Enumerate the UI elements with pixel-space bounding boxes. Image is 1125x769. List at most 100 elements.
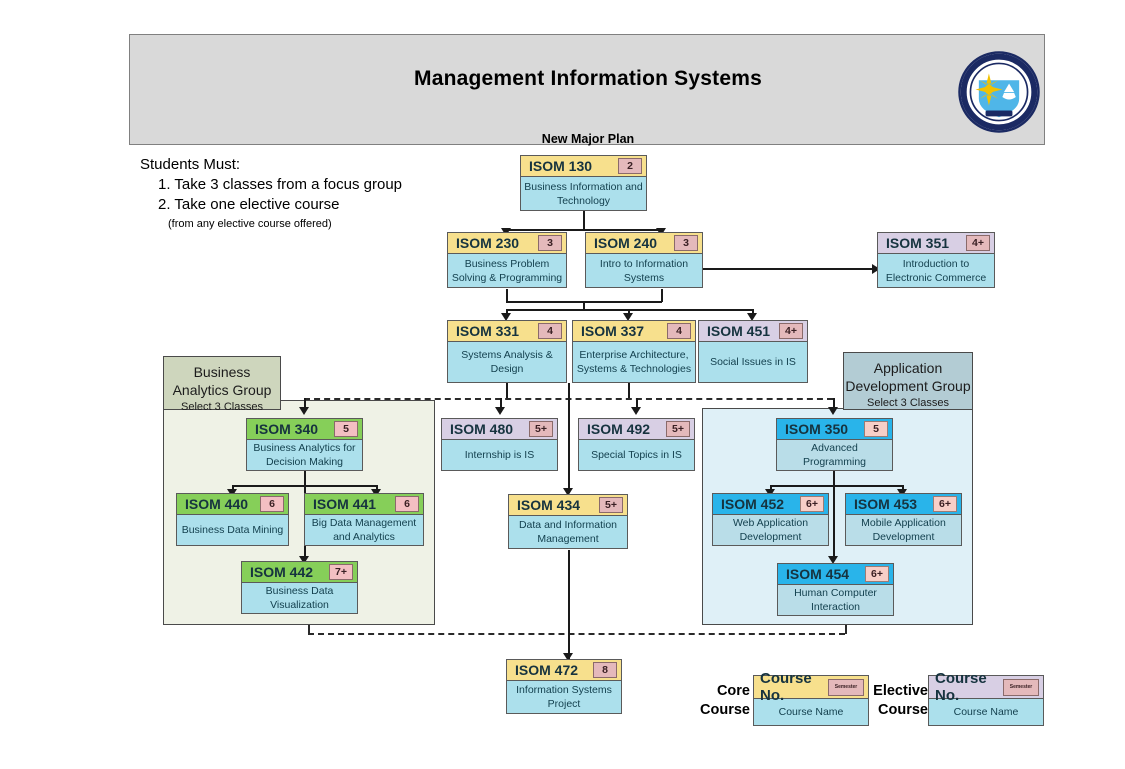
course-name-isom442: Business Data Visualization bbox=[241, 583, 358, 614]
course-box-isom451[interactable]: ISOM 451 4+ Social Issues in IS bbox=[698, 320, 808, 383]
course-header-isom130: ISOM 130 2 bbox=[520, 155, 647, 177]
course-header-isom331: ISOM 331 4 bbox=[447, 320, 567, 342]
ba-group-line-3: Select 3 Classes bbox=[181, 401, 263, 413]
course-box-isom441[interactable]: ISOM 441 6 Big Data Management and Analy… bbox=[304, 493, 424, 546]
course-box-isom337[interactable]: ISOM 337 4 Enterprise Architecture, Syst… bbox=[572, 320, 696, 383]
legend-elective-label: Elective Course bbox=[866, 682, 928, 720]
course-box-isom440[interactable]: ISOM 440 6 Business Data Mining bbox=[176, 493, 289, 546]
course-header-isom230: ISOM 230 3 bbox=[447, 232, 567, 254]
legend-elective-label-line2: Course bbox=[878, 702, 928, 718]
course-name-isom130: Business Information and Technology bbox=[520, 177, 647, 211]
page-subtitle: New Major Plan bbox=[541, 132, 635, 146]
semester-badge-isom451: 4+ bbox=[779, 323, 803, 339]
connector-130-stem bbox=[583, 211, 585, 230]
course-name-isom440: Business Data Mining bbox=[176, 515, 289, 546]
semester-badge-isom331: 4 bbox=[538, 323, 562, 339]
course-name-isom492: Special Topics in IS bbox=[578, 440, 695, 471]
legend-core-label-line2: Course bbox=[700, 702, 750, 718]
connector-337-down bbox=[628, 383, 630, 398]
legend-core-header: Course No. Semester bbox=[753, 670, 869, 704]
connector-dash-to-492 bbox=[636, 398, 638, 410]
course-name-isom453: Mobile Application Development bbox=[845, 515, 962, 546]
connector-240-to-351 bbox=[703, 268, 875, 270]
ad-group-line-1: Application bbox=[873, 360, 943, 376]
course-box-isom492[interactable]: ISOM 492 5+ Special Topics in IS bbox=[578, 418, 695, 471]
course-header-isom240: ISOM 240 3 bbox=[585, 232, 703, 254]
semester-badge-isom453: 6+ bbox=[933, 496, 957, 512]
course-number-isom230: ISOM 230 bbox=[456, 235, 520, 251]
instructions-heading: Students Must: bbox=[140, 156, 241, 173]
course-box-isom454[interactable]: ISOM 454 6+ Human Computer Interaction bbox=[777, 563, 894, 616]
course-box-isom351[interactable]: ISOM 351 4+ Introduction to Electronic C… bbox=[877, 232, 995, 288]
course-header-isom440: ISOM 440 6 bbox=[176, 493, 289, 515]
semester-badge-isom130: 2 bbox=[618, 158, 642, 174]
semester-badge-isom351: 4+ bbox=[966, 235, 990, 251]
semester-badge-isom350: 5 bbox=[864, 421, 888, 437]
dashed-convergence-bar bbox=[308, 633, 845, 635]
course-header-isom350: ISOM 350 5 bbox=[776, 418, 893, 440]
arrowhead-to-340 bbox=[299, 407, 309, 415]
instructions-item-2: 2. Take one elective course bbox=[158, 196, 340, 213]
course-box-isom452[interactable]: ISOM 452 6+ Web Application Development bbox=[712, 493, 829, 546]
course-name-isom337: Enterprise Architecture, Systems & Techn… bbox=[572, 342, 696, 383]
legend-elective-course-name: Course Name bbox=[928, 699, 1044, 726]
arrowhead-to-351 bbox=[872, 264, 880, 274]
course-box-isom240[interactable]: ISOM 240 3 Intro to Information Systems bbox=[585, 232, 703, 288]
page-title: Management Information Systems bbox=[414, 67, 762, 90]
instructions-note: (from any elective course offered) bbox=[168, 218, 332, 230]
course-box-isom472[interactable]: ISOM 472 8 Information Systems Project bbox=[506, 659, 622, 714]
course-box-isom434[interactable]: ISOM 434 5+ Data and Information Managem… bbox=[508, 494, 628, 549]
legend-core-course-name: Course Name bbox=[753, 699, 869, 726]
semester-badge-isom440: 6 bbox=[260, 496, 284, 512]
connector-350-to-454 bbox=[833, 471, 835, 561]
course-box-isom230[interactable]: ISOM 230 3 Business Problem Solving & Pr… bbox=[447, 232, 567, 288]
title-banner: Management Information Systems New Major… bbox=[129, 34, 1045, 146]
course-header-isom340: ISOM 340 5 bbox=[246, 418, 363, 440]
legend-elective-header: Course No. Semester bbox=[928, 670, 1044, 704]
connector-350-bus bbox=[770, 485, 903, 487]
course-number-isom434: ISOM 434 bbox=[517, 497, 581, 513]
arrowhead-to-337 bbox=[623, 313, 633, 321]
semester-badge-isom472: 8 bbox=[593, 662, 617, 678]
course-header-isom452: ISOM 452 6+ bbox=[712, 493, 829, 515]
arrowhead-to-442 bbox=[299, 556, 309, 564]
course-box-isom340[interactable]: ISOM 340 5 Business Analytics for Decisi… bbox=[246, 418, 363, 471]
business-analytics-group-header: Business Analytics Group Select 3 Classe… bbox=[163, 356, 281, 413]
course-name-isom480: Internship is IS bbox=[441, 440, 558, 471]
legend-core-label-line1: Core bbox=[716, 683, 750, 699]
ba-group-line-2: Analytics Group bbox=[172, 382, 272, 398]
course-box-isom331[interactable]: ISOM 331 4 Systems Analysis & Design bbox=[447, 320, 567, 383]
connector-dash-to-350 bbox=[833, 398, 835, 410]
course-header-isom434: ISOM 434 5+ bbox=[508, 494, 628, 516]
instructions-block: Students Must: 1. Take 3 classes from a … bbox=[140, 155, 470, 233]
course-box-isom453[interactable]: ISOM 453 6+ Mobile Application Developme… bbox=[845, 493, 962, 546]
course-box-isom480[interactable]: ISOM 480 5+ Internship is IS bbox=[441, 418, 558, 471]
arrowhead-to-434 bbox=[563, 488, 573, 496]
legend-elective-semester-badge: Semester bbox=[1003, 678, 1039, 696]
dashed-ba-drop bbox=[308, 625, 310, 634]
course-box-isom130[interactable]: ISOM 130 2 Business Information and Tech… bbox=[520, 155, 647, 211]
connector-130-bus bbox=[506, 229, 662, 231]
application-development-group-header: Application Development Group Select 3 C… bbox=[843, 352, 973, 410]
course-header-isom453: ISOM 453 6+ bbox=[845, 493, 962, 515]
legend-elective-box: Course No. Semester Course Name bbox=[928, 670, 1044, 726]
course-number-isom472: ISOM 472 bbox=[515, 662, 579, 678]
course-header-isom472: ISOM 472 8 bbox=[506, 659, 622, 681]
course-number-isom340: ISOM 340 bbox=[255, 421, 319, 437]
course-name-isom434: Data and Information Management bbox=[508, 516, 628, 549]
semester-badge-isom452: 6+ bbox=[800, 496, 824, 512]
course-name-isom350: Advanced Programming bbox=[776, 440, 893, 471]
course-box-isom442[interactable]: ISOM 442 7+ Business Data Visualization bbox=[241, 561, 358, 614]
course-box-isom350[interactable]: ISOM 350 5 Advanced Programming bbox=[776, 418, 893, 471]
arrowhead-to-454 bbox=[828, 556, 838, 564]
course-number-isom492: ISOM 492 bbox=[587, 421, 651, 437]
course-name-isom454: Human Computer Interaction bbox=[777, 585, 894, 616]
course-number-isom350: ISOM 350 bbox=[785, 421, 849, 437]
semester-badge-isom454: 6+ bbox=[865, 566, 889, 582]
semester-badge-isom442: 7+ bbox=[329, 564, 353, 580]
course-header-isom351: ISOM 351 4+ bbox=[877, 232, 995, 254]
course-header-isom441: ISOM 441 6 bbox=[304, 493, 424, 515]
legend-core-semester-badge: Semester bbox=[828, 678, 864, 696]
course-number-isom480: ISOM 480 bbox=[450, 421, 514, 437]
ad-group-line-2: Development Group bbox=[845, 378, 971, 394]
